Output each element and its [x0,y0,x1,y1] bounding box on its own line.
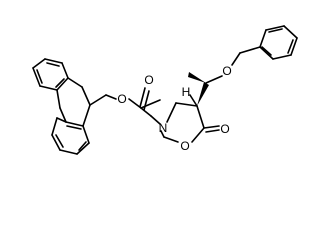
fluorenyl-group [32,58,91,155]
ether-oxygen-label: O [222,64,231,78]
carbamate-carbonyl-oxygen-label: O [144,73,153,87]
fluorene-five-ring [56,77,91,127]
fluorene-lower-ring [51,117,90,155]
fluorene-upper-ring [32,58,69,91]
chemical-structure-diagram: O O N O O H O [32,25,298,155]
ester-oxygen-label: O [117,92,126,106]
stereo-hydrogen-label: H [182,85,191,99]
ring-nitrogen-label: N [159,121,168,135]
benzyl-phenyl-ring [259,25,298,60]
ring-oxygen-label: O [180,139,189,153]
side-chain [188,46,261,107]
fmoc-linker [89,87,161,125]
oxazolidinone-ring [160,102,220,143]
atom-labels: O O N O O H O [117,64,231,153]
lactone-carbonyl-oxygen-label: O [220,122,229,136]
